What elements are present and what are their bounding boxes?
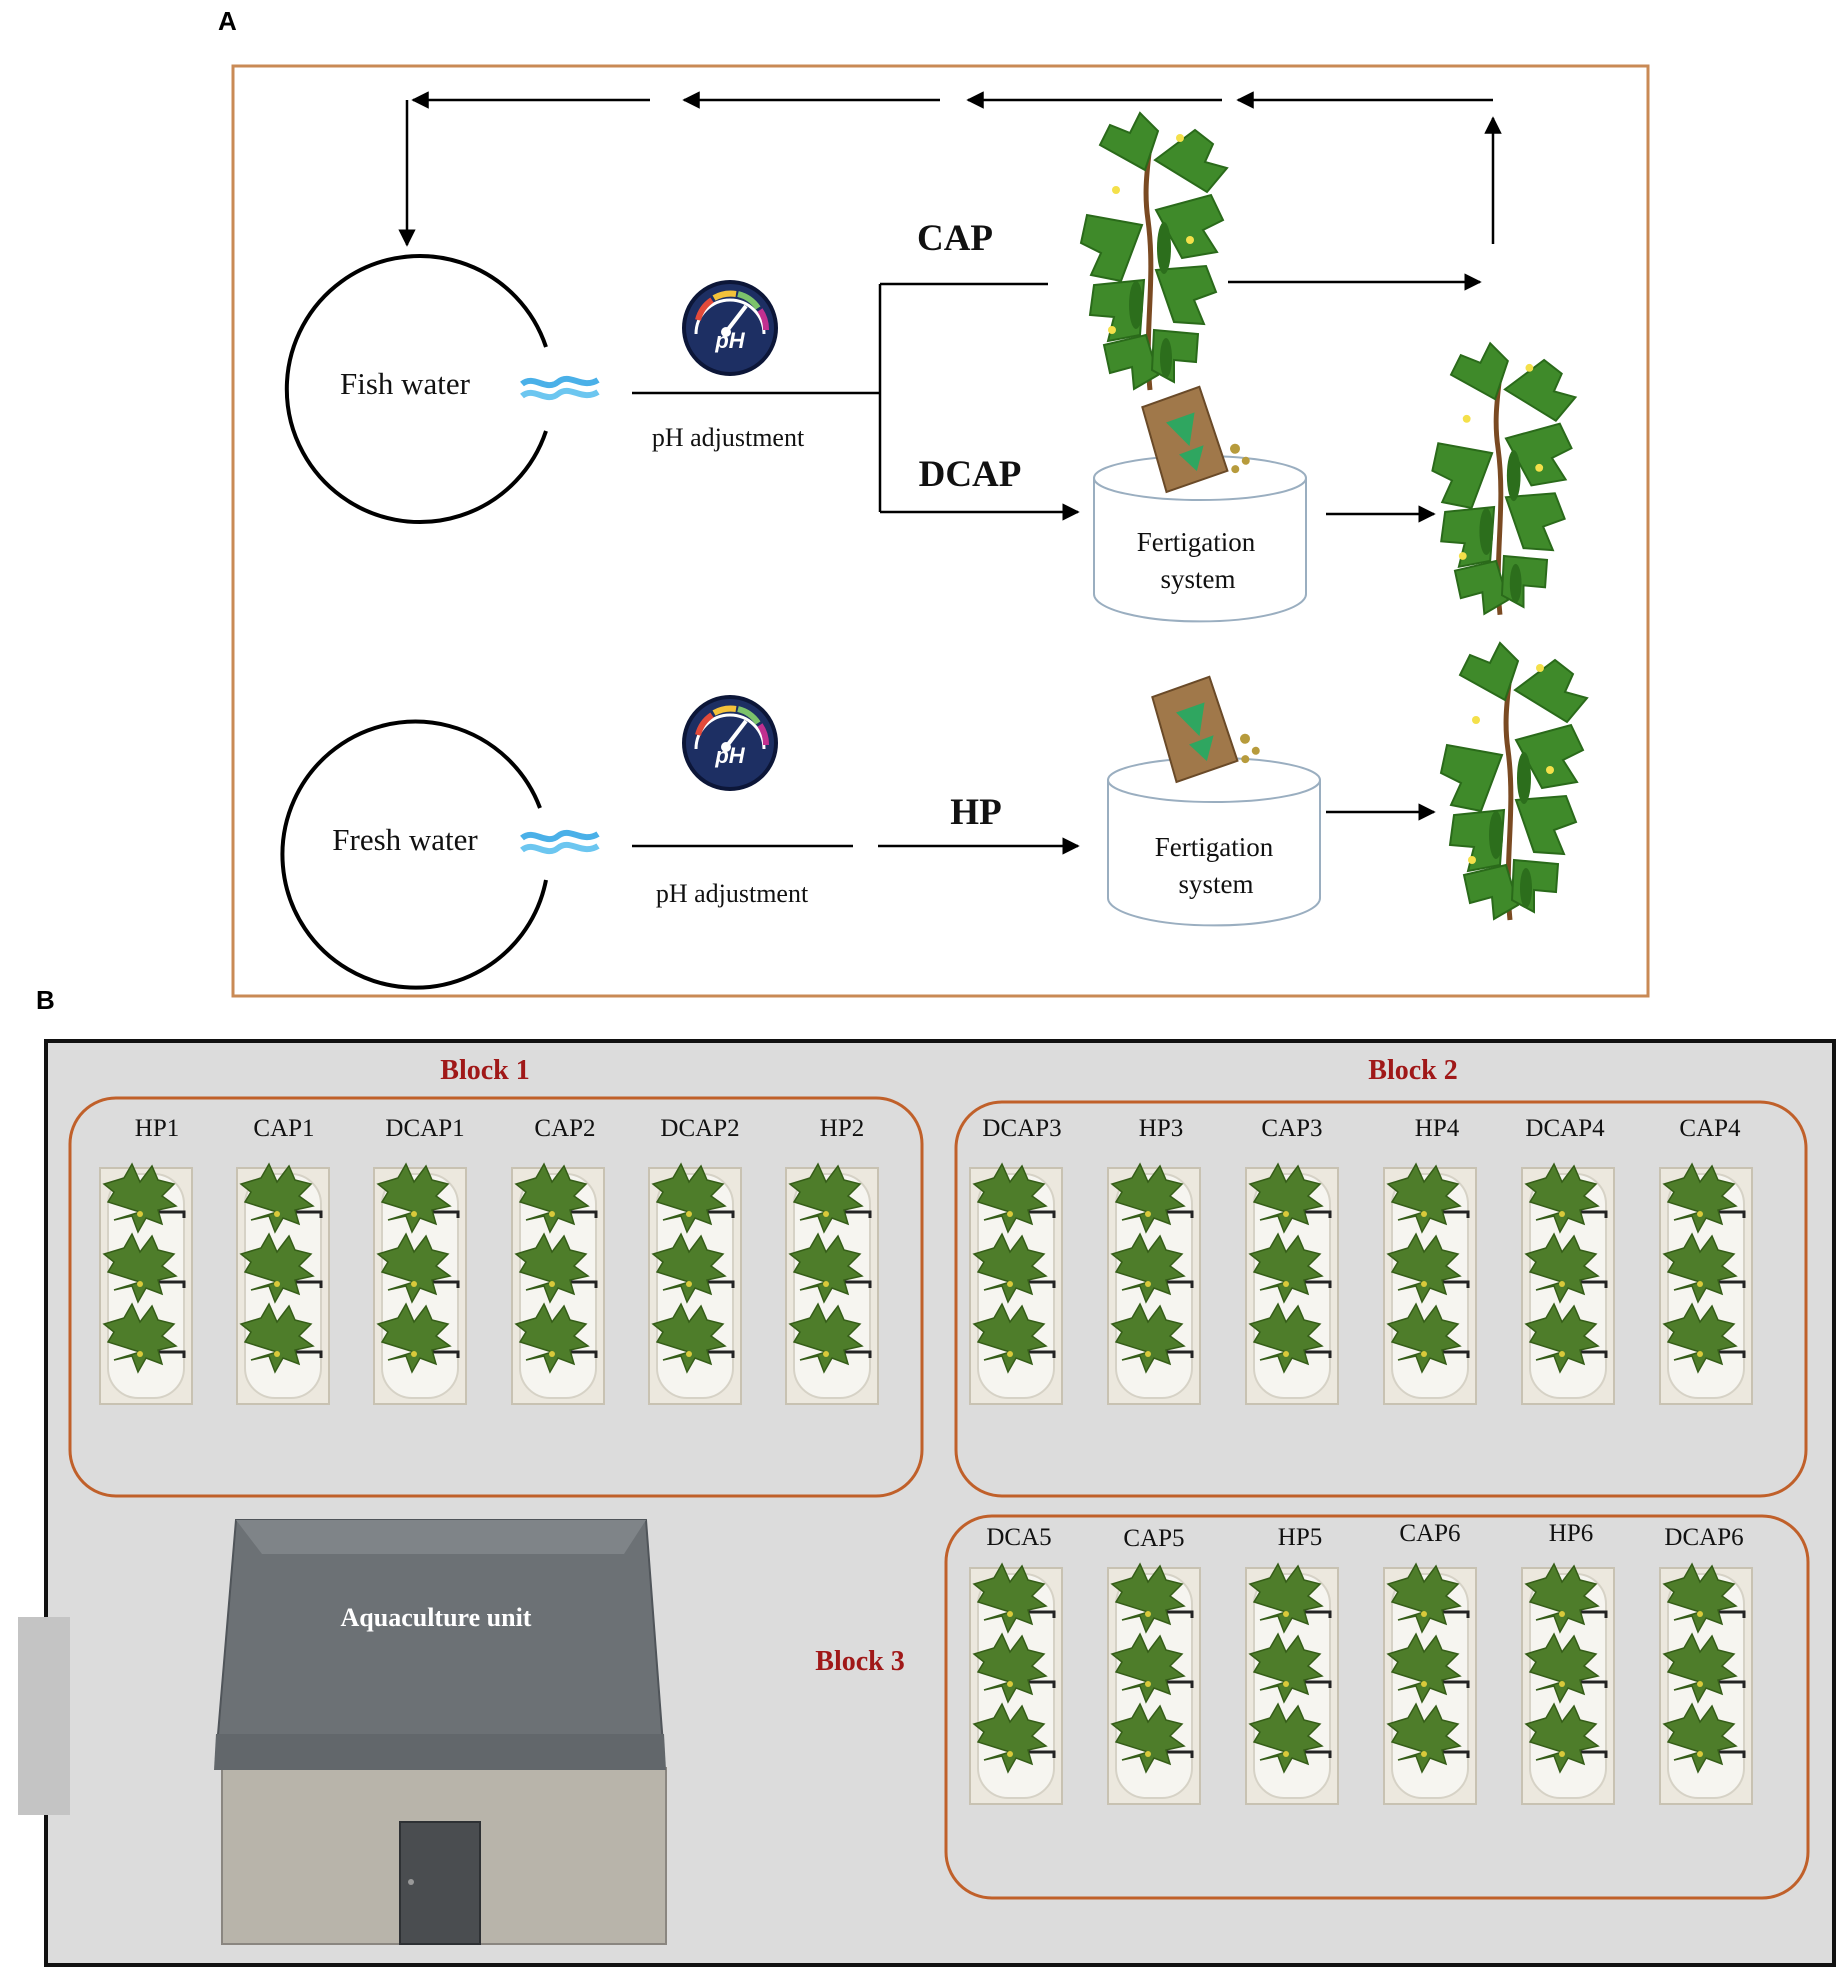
grow-bed [372,1162,468,1406]
grow-bed [968,1162,1064,1406]
ph-gauge-text: pH [714,328,745,353]
bed-label: HP2 [820,1115,864,1142]
grow-bed [1244,1162,1340,1406]
hp-lines [632,803,1436,855]
split-lines [632,273,1482,523]
grow-bed [1658,1162,1754,1406]
cap-label: CAP [917,218,993,259]
panel-a-letter: A [218,6,237,36]
aquaculture-building [214,1519,667,1945]
grow-bed [235,1162,331,1406]
aquaculture-label: Aquaculture unit [341,1603,532,1632]
grow-bed [1382,1562,1478,1806]
fertigation-label-line1: Fertigation [1155,832,1274,862]
block-1-bed-labels: HP1 CAP1 DCAP1 CAP2 DCAP2 HP2 [135,1115,864,1142]
block-3-outline [944,1514,1810,1900]
fertigation-label-line2: system [1160,564,1235,594]
block-2-outline [954,1100,1808,1498]
bed-label: CAP3 [1261,1115,1322,1142]
grow-bed [98,1162,194,1406]
grow-bed [784,1162,880,1406]
ph-gauge-text: pH [714,743,745,768]
fresh-water-tank [280,719,548,990]
bed-label: HP3 [1139,1115,1183,1142]
fertigation-label-line2: system [1178,869,1253,899]
dcap-label: DCAP [919,454,1022,495]
block-2-title: Block 2 [1368,1055,1457,1086]
grow-bed [1520,1162,1616,1406]
fertigation-label-line1: Fertigation [1137,527,1256,557]
bed-label: DCAP3 [982,1115,1061,1142]
grow-bed [1382,1162,1478,1406]
ph-adjustment-label: pH adjustment [656,879,809,908]
bed-label: CAP4 [1679,1115,1741,1142]
grow-bed [510,1162,606,1406]
bed-label: HP1 [135,1115,179,1142]
grow-bed [1520,1562,1616,1806]
bed-label: DCAP6 [1664,1524,1743,1551]
bed-label: CAP2 [534,1115,595,1142]
bed-label: CAP5 [1123,1525,1184,1552]
grow-bed [968,1562,1064,1806]
recirculation-arrows [398,91,1502,247]
bed-label: DCA5 [986,1524,1051,1551]
block-3-title: Block 3 [815,1646,904,1677]
fertigation-system-bottom [1107,757,1321,927]
grow-bed [1658,1562,1754,1806]
block-2-bed-labels: DCAP3 HP3 CAP3 HP4 DCAP4 CAP4 [982,1115,1741,1142]
ph-adjustment-label: pH adjustment [652,423,805,452]
bed-label: HP5 [1278,1524,1322,1551]
bed-label: CAP1 [253,1115,314,1142]
panel-b-letter: B [36,985,55,1015]
block-1-outline [68,1096,924,1498]
fish-water-tank [284,254,548,524]
fish-water-label: Fish water [340,366,471,401]
block-1-title: Block 1 [440,1055,529,1086]
building-door [399,1821,481,1945]
bed-label: DCAP4 [1525,1115,1605,1142]
grow-bed [1106,1162,1202,1406]
grow-bed [1106,1562,1202,1806]
bed-label: HP4 [1415,1115,1460,1142]
panel-a-frame [231,64,1650,998]
bed-label: HP6 [1549,1520,1593,1547]
bed-label: DCAP1 [385,1115,464,1142]
block-3-bed-labels: DCA5 CAP5 HP5 CAP6 HP6 DCAP6 [986,1520,1743,1552]
bed-label: DCAP2 [660,1115,739,1142]
bed-label: CAP6 [1399,1520,1460,1547]
greenhouse-entrance [18,1617,70,1815]
grow-bed [1244,1562,1340,1806]
grow-bed [647,1162,743,1406]
fresh-water-label: Fresh water [332,822,478,857]
hp-label: HP [950,792,1001,833]
